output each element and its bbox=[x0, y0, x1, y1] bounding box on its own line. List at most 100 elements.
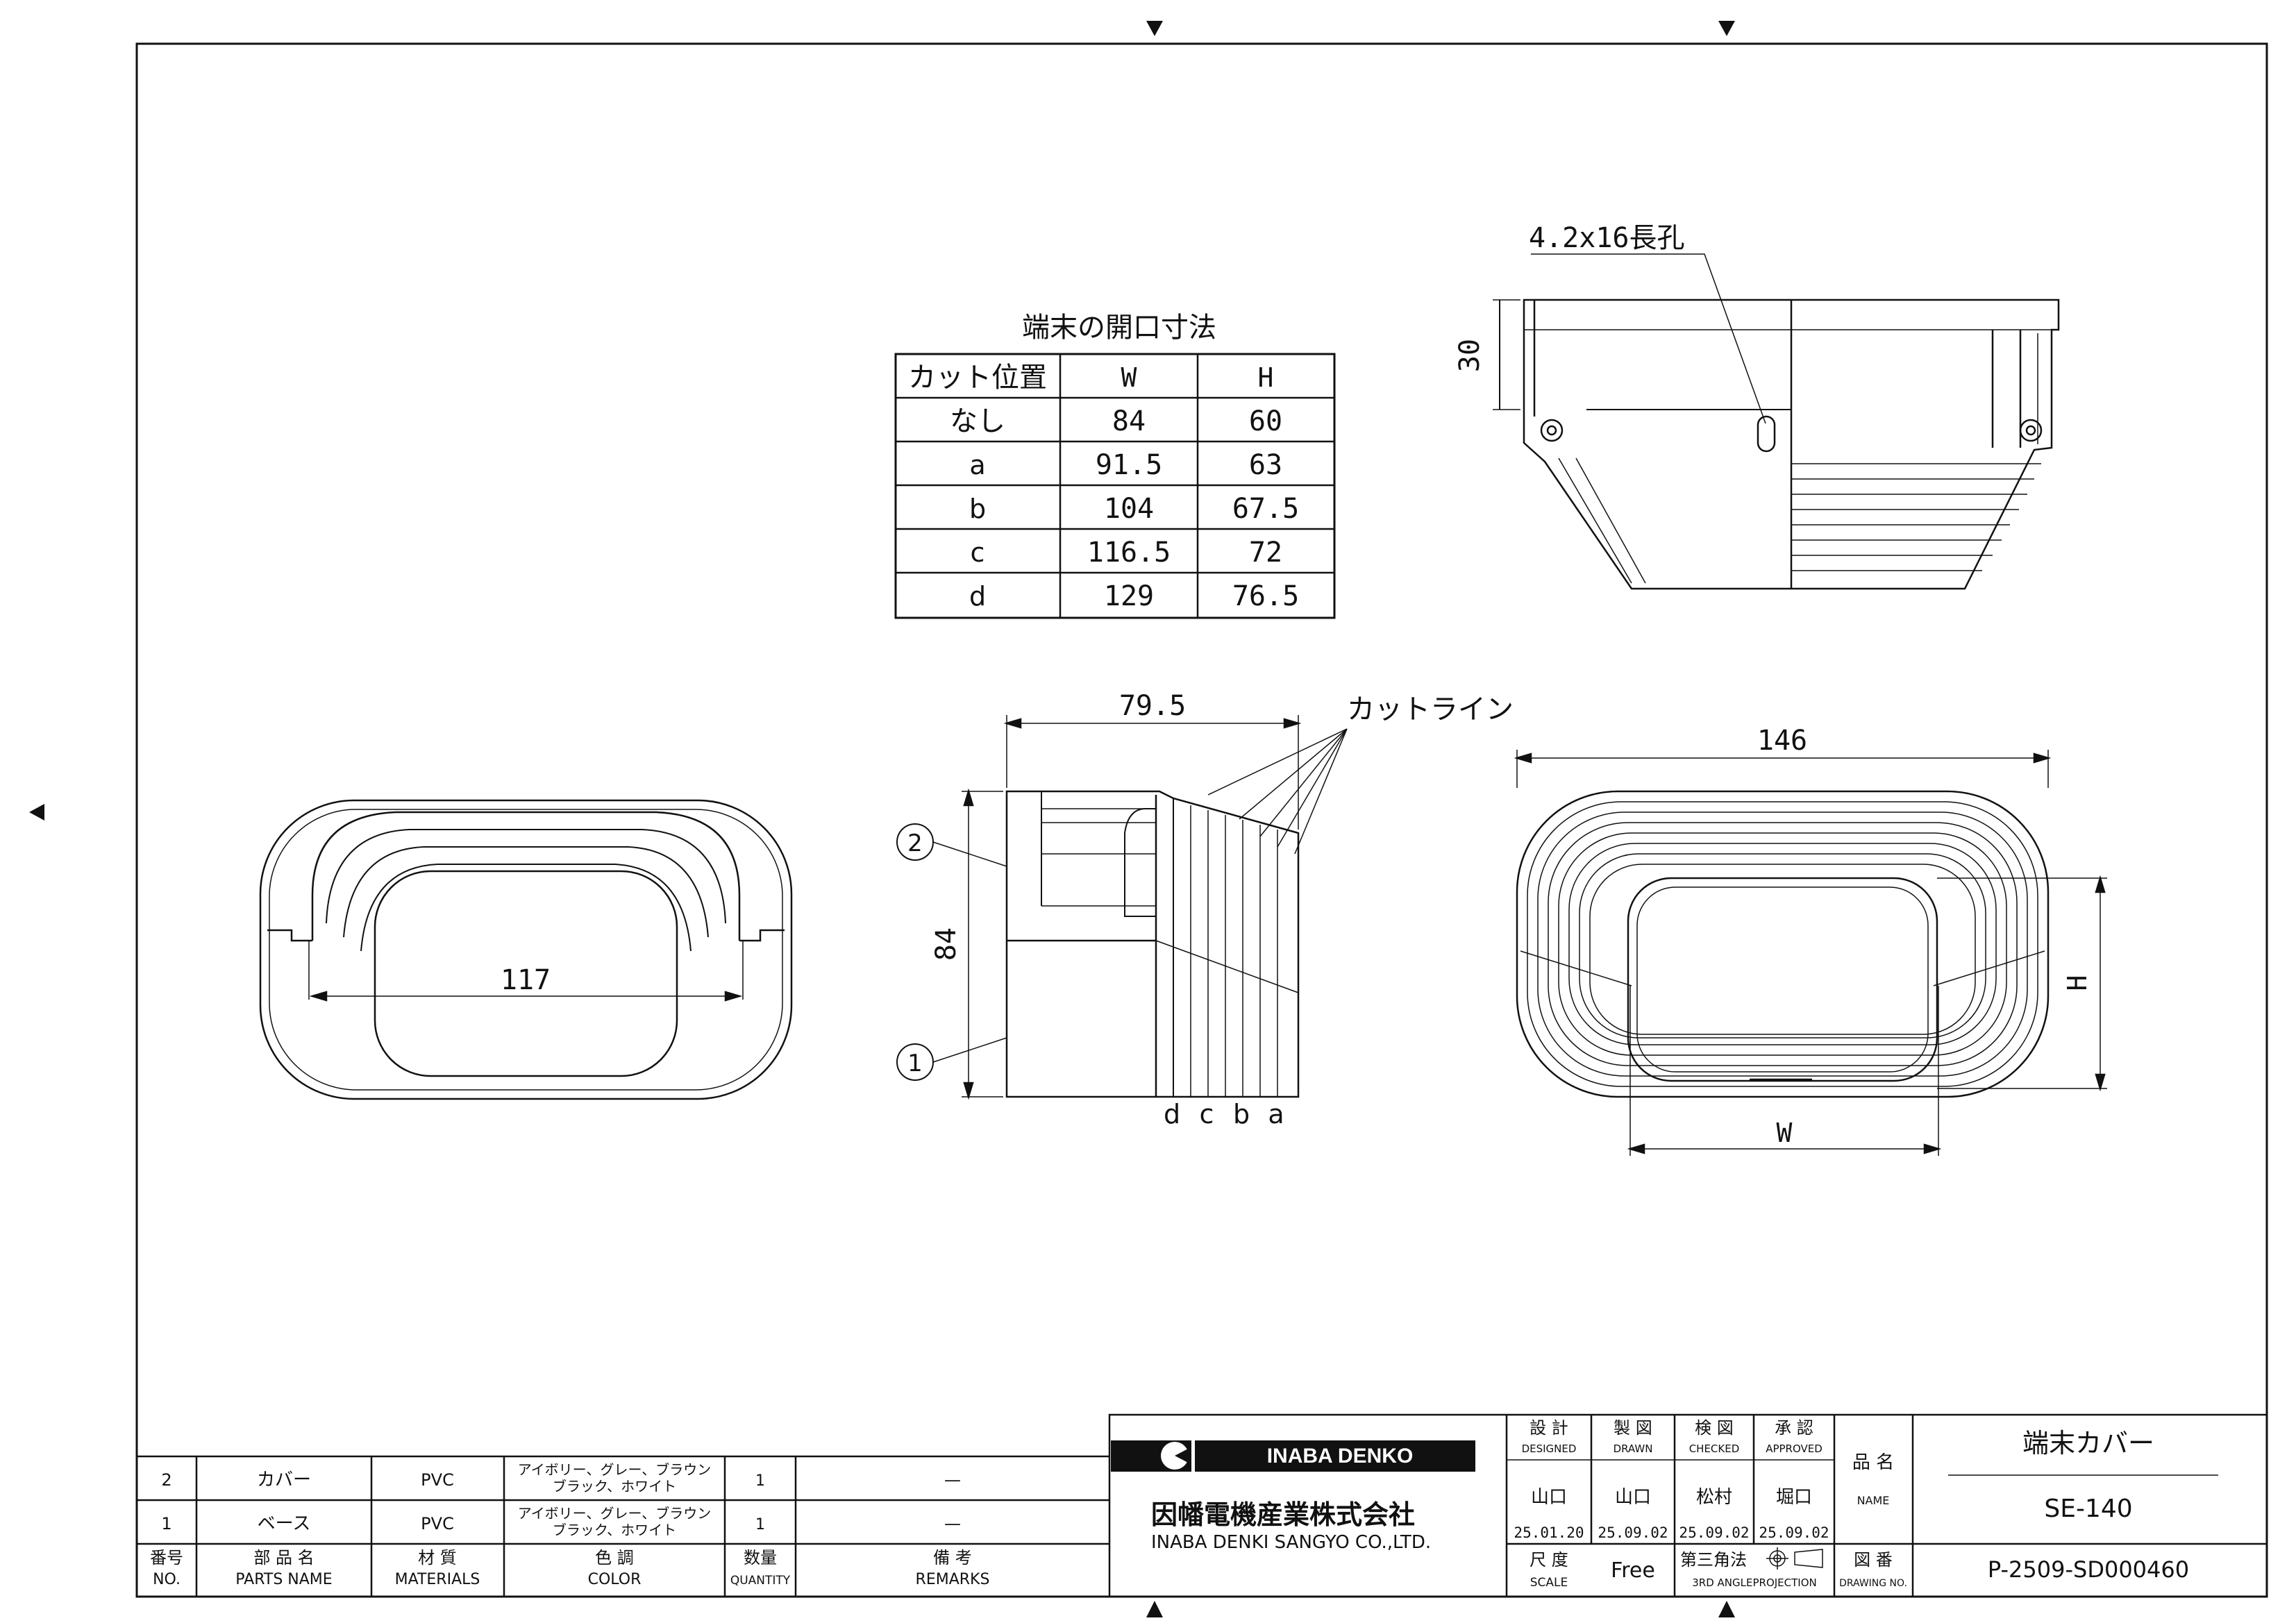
cut-letter-c: c bbox=[1200, 1099, 1214, 1129]
table-cell: 129 bbox=[1104, 580, 1154, 612]
header-name-en: PARTS NAME bbox=[235, 1571, 332, 1588]
front-view-left bbox=[259, 799, 793, 1100]
checked-date: 25.09.02 bbox=[1679, 1524, 1749, 1541]
drawn-name: 山口 bbox=[1615, 1487, 1651, 1508]
scale-cells: 尺 度 SCALE Free 第三角法 3RD ANGLEPROJECTION … bbox=[1530, 1547, 2189, 1590]
cut-letter-a: a bbox=[1268, 1099, 1284, 1129]
company-logo bbox=[1111, 1440, 1475, 1472]
table-cell: 67.5 bbox=[1232, 493, 1299, 525]
header-color-en: COLOR bbox=[588, 1571, 642, 1588]
side-view bbox=[896, 715, 1348, 1100]
name-label-en: NAME bbox=[1857, 1494, 1890, 1507]
top-view bbox=[1493, 253, 2060, 590]
table-cell: 91.5 bbox=[1096, 449, 1162, 481]
scale-label: 尺 度 bbox=[1530, 1550, 1568, 1570]
balloon-1: 1 bbox=[907, 1050, 923, 1077]
parts-remarks: — bbox=[944, 1470, 961, 1490]
parts-no: 1 bbox=[161, 1514, 171, 1533]
header-no-en: NO. bbox=[153, 1571, 181, 1588]
slot-note: 4.2x16長孔 bbox=[1529, 222, 1685, 254]
header-no-jp: 番号 bbox=[150, 1548, 183, 1567]
dim-30: 30 bbox=[1454, 339, 1486, 372]
parts-no: 2 bbox=[161, 1470, 171, 1490]
dim-84: 84 bbox=[930, 927, 962, 961]
cut-letter-d: d bbox=[1164, 1099, 1180, 1129]
company-name-en: INABA DENKI SANGYO CO.,LTD. bbox=[1151, 1532, 1431, 1553]
checked-label-en: CHECKED bbox=[1689, 1443, 1740, 1455]
drawn-date: 25.09.02 bbox=[1598, 1524, 1668, 1541]
balloon-2: 2 bbox=[907, 830, 923, 857]
drawn-label-en: DRAWN bbox=[1614, 1443, 1653, 1455]
designed-date: 25.01.20 bbox=[1514, 1524, 1584, 1541]
approved-label: 承 認 bbox=[1775, 1418, 1813, 1438]
approved-name: 堀口 bbox=[1776, 1487, 1812, 1508]
header-rem-jp: 備 考 bbox=[933, 1548, 972, 1567]
drawing-no-label-en: DRAWING NO. bbox=[1839, 1578, 1907, 1589]
name-label: 品 名 bbox=[1852, 1452, 1894, 1473]
title-block bbox=[1108, 1413, 2268, 1598]
opening-size-table: 端末の開口寸法 カット位置 W H なし 84 60 a 91.5 63 b 1… bbox=[894, 312, 1336, 619]
checked-name: 松村 bbox=[1696, 1487, 1732, 1508]
drawn-label: 製 図 bbox=[1614, 1418, 1652, 1438]
centering-marks bbox=[29, 21, 1735, 1617]
parts-row-2: 2 カバー PVC アイボリー、グレー、ブラウン ブラック、ホワイト 1 — bbox=[161, 1461, 961, 1495]
header-color-jp: 色 調 bbox=[595, 1548, 634, 1567]
parts-name: カバー bbox=[257, 1470, 311, 1490]
table-header-w: W bbox=[1121, 362, 1137, 393]
cut-letter-b: b bbox=[1233, 1099, 1250, 1129]
header-rem-en: REMARKS bbox=[916, 1571, 990, 1588]
table-cell: 60 bbox=[1249, 405, 1282, 437]
parts-color-line2: ブラック、ホワイト bbox=[553, 1478, 676, 1495]
product-name: 端末カバー bbox=[2022, 1428, 2154, 1458]
table-cell: c bbox=[971, 537, 985, 568]
parts-remarks: — bbox=[944, 1514, 961, 1533]
designed-name: 山口 bbox=[1531, 1487, 1567, 1508]
parts-row-1: 1 ベース PVC アイボリー、グレー、ブラウン ブラック、ホワイト 1 — bbox=[161, 1505, 961, 1538]
parts-material: PVC bbox=[421, 1470, 454, 1490]
table-title: 端末の開口寸法 bbox=[1022, 312, 1216, 344]
drawing-no-label: 図 番 bbox=[1854, 1550, 1893, 1570]
cut-line-label: カットライン bbox=[1347, 693, 1514, 725]
approved-label-en: APPROVED bbox=[1766, 1443, 1822, 1455]
checked-label: 検 図 bbox=[1695, 1418, 1734, 1438]
parts-qty: 1 bbox=[755, 1516, 765, 1533]
table-cell: なし bbox=[950, 405, 1005, 437]
front-view-right bbox=[1514, 750, 2107, 1156]
header-mat-jp: 材 質 bbox=[418, 1548, 457, 1567]
dim-146: 146 bbox=[1757, 725, 1807, 757]
table-header-h: H bbox=[1258, 362, 1274, 393]
table-cell: 116.5 bbox=[1087, 537, 1171, 569]
company-name-jp: 因幡電機産業株式会社 bbox=[1151, 1499, 1415, 1530]
approval-cells: 設 計 DESIGNED 山口 25.01.20 製 図 DRAWN 山口 25… bbox=[1514, 1418, 1829, 1541]
scale-value: Free bbox=[1611, 1558, 1655, 1583]
designed-label-en: DESIGNED bbox=[1522, 1443, 1577, 1455]
header-name-jp: 部 品 名 bbox=[253, 1548, 314, 1567]
designed-label: 設 計 bbox=[1530, 1418, 1568, 1438]
table-cell: 72 bbox=[1249, 537, 1282, 569]
logo-text: INABA DENKO bbox=[1267, 1445, 1414, 1468]
name-cells: 品 名 NAME 端末カバー SE-140 bbox=[1852, 1428, 2154, 1523]
drawing-number: P-2509-SD000460 bbox=[1988, 1556, 2189, 1583]
parts-material: PVC bbox=[421, 1514, 454, 1533]
header-qty-en: QUANTITY bbox=[730, 1574, 791, 1588]
table-header-cut: カット位置 bbox=[908, 362, 1047, 394]
table-cell: 76.5 bbox=[1232, 580, 1299, 612]
parts-qty: 1 bbox=[755, 1472, 765, 1490]
parts-color-line2: ブラック、ホワイト bbox=[553, 1522, 676, 1538]
dim-w: W bbox=[1777, 1118, 1793, 1148]
dim-117: 117 bbox=[501, 964, 551, 996]
table-cell: 104 bbox=[1104, 493, 1154, 525]
table-cell: d bbox=[969, 581, 986, 612]
approved-date: 25.09.02 bbox=[1759, 1524, 1829, 1541]
projection-label: 第三角法 bbox=[1680, 1550, 1747, 1570]
parts-list bbox=[137, 1455, 1109, 1597]
sheet-border bbox=[135, 42, 2268, 1598]
model-number: SE-140 bbox=[2044, 1495, 2132, 1523]
table-cell: 84 bbox=[1112, 405, 1146, 437]
projection-label-en: 3RD ANGLEPROJECTION bbox=[1692, 1576, 1817, 1589]
scale-label-en: SCALE bbox=[1530, 1576, 1568, 1590]
header-mat-en: MATERIALS bbox=[395, 1571, 480, 1588]
dim-h: H bbox=[2062, 975, 2093, 991]
parts-color-line1: アイボリー、グレー、ブラウン bbox=[518, 1505, 712, 1522]
